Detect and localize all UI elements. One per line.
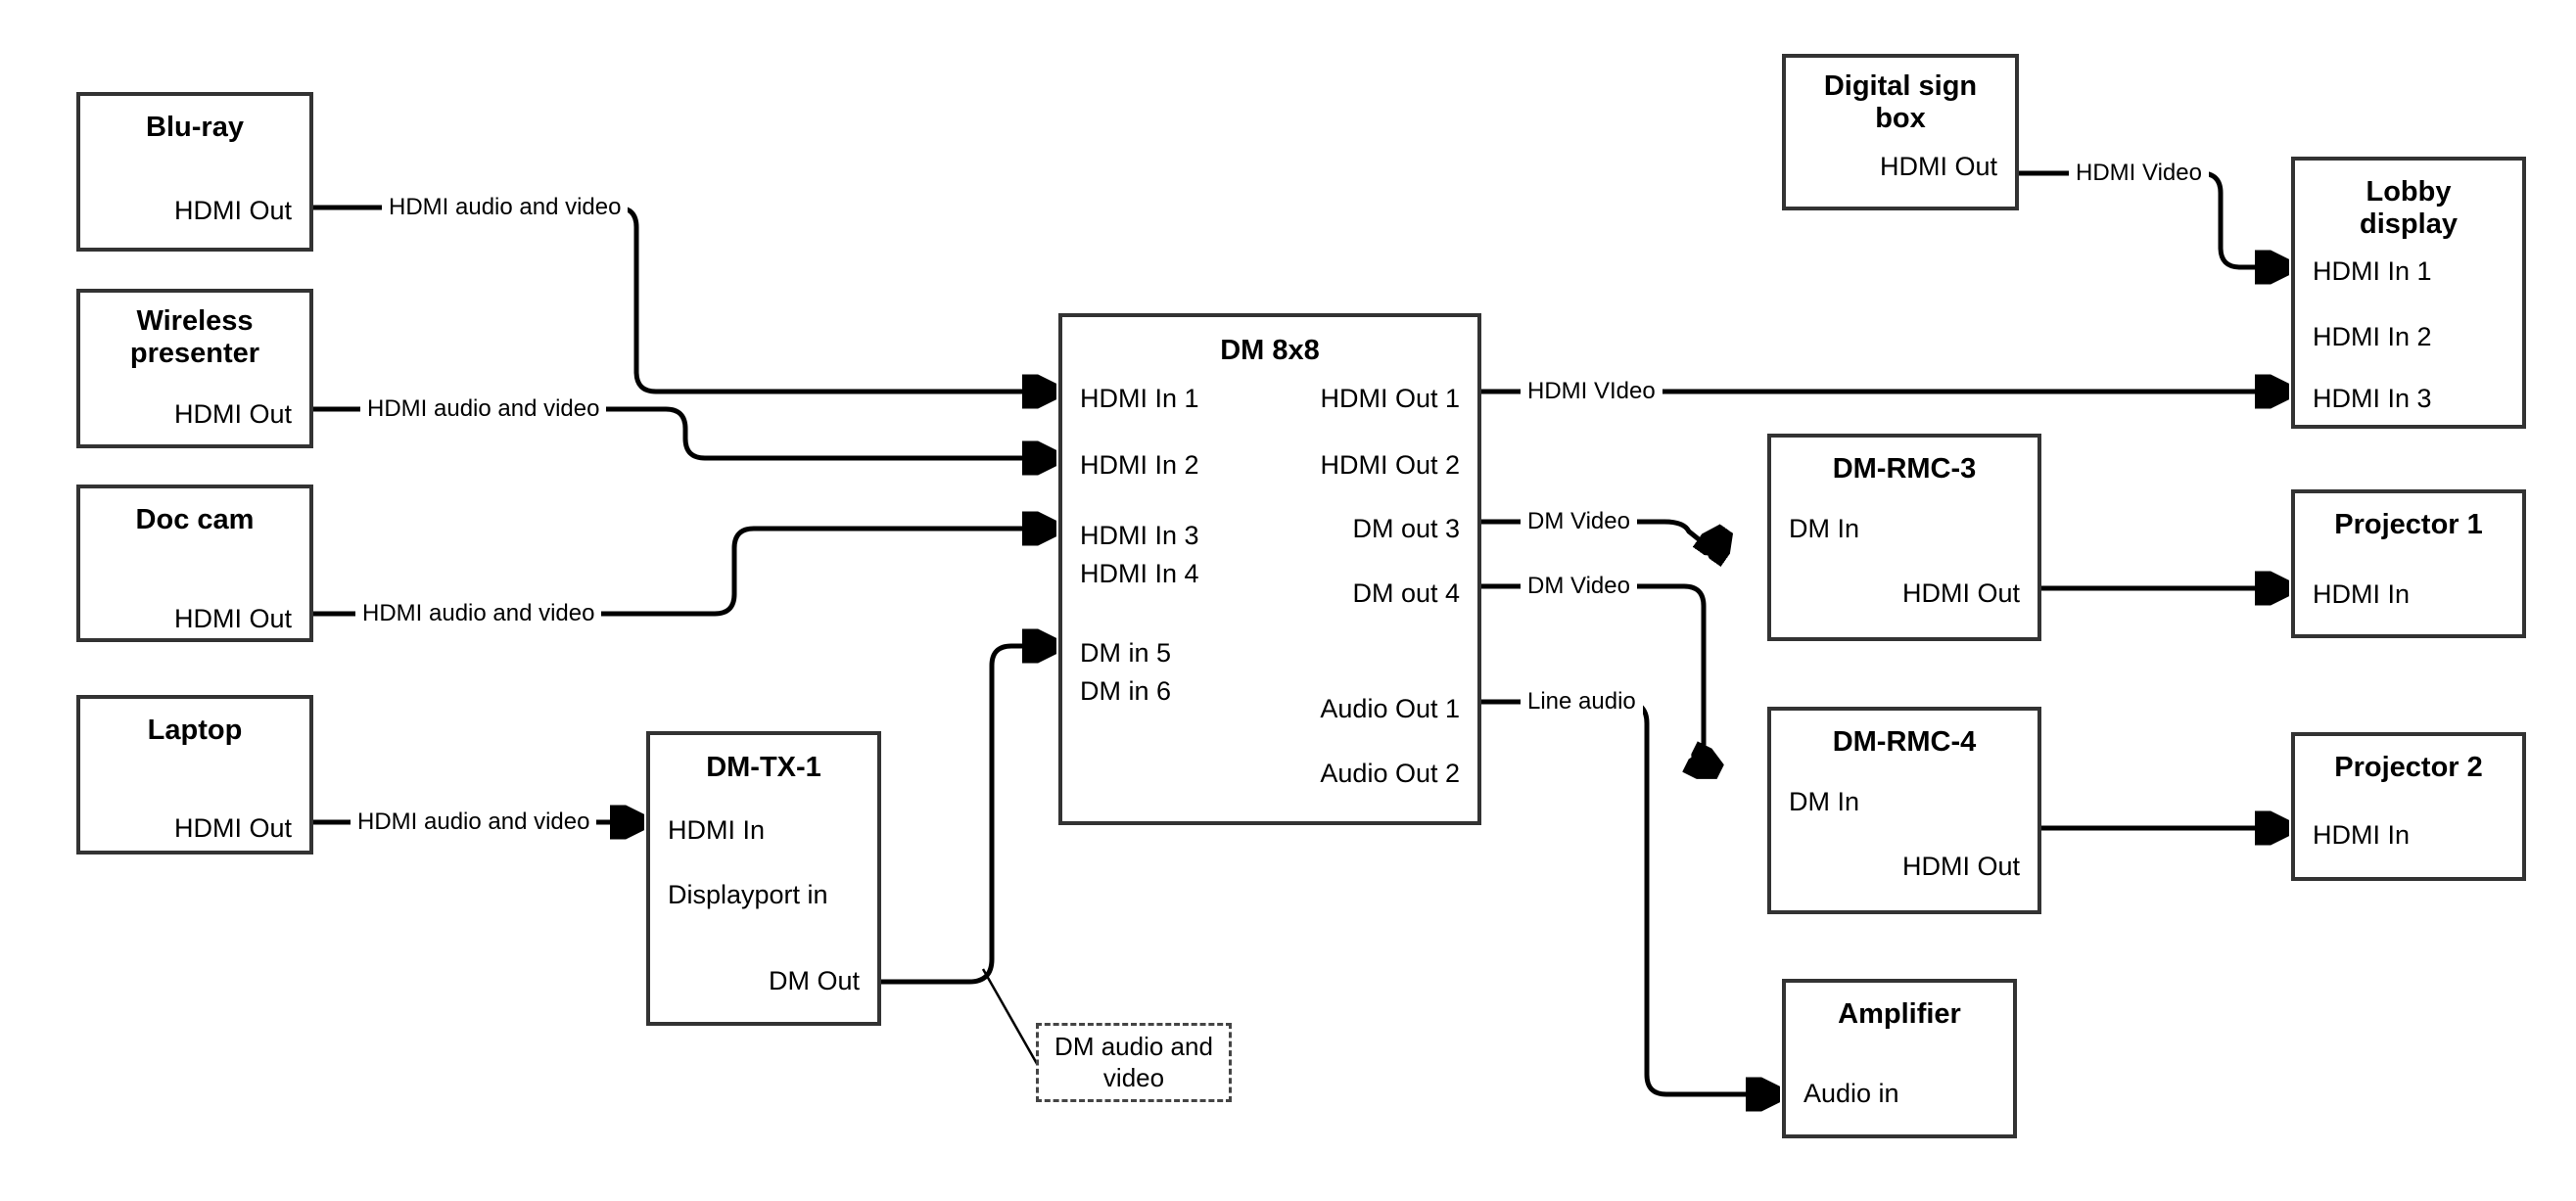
device-title: Lobby display [2360,176,2458,241]
port-audio-out-2[interactable]: Audio Out 2 [1320,759,1460,788]
device-amplifier[interactable]: Amplifier Audio in [1782,979,2017,1138]
port-hdmi-in-2[interactable]: HDMI In 2 [1080,450,1199,480]
device-dm-rmc-3[interactable]: DM-RMC-3 DM In HDMI Out [1767,434,2041,641]
port-hdmi-out[interactable]: HDMI Out [1879,152,1997,181]
device-title: DM-RMC-3 [1832,453,1977,485]
port-hdmi-in-3[interactable]: HDMI In 3 [2313,384,2432,413]
wire-bluray-to-hdmi-in-1 [313,205,1051,392]
device-title: DM-RMC-4 [1832,726,1977,758]
device-title: Laptop [147,715,243,746]
wire-audio-out-1-to-amplifier [1481,699,1774,1094]
device-wireless-presenter[interactable]: Wireless presenter HDMI Out [76,289,313,448]
port-hdmi-in-3[interactable]: HDMI In 3 [1080,521,1199,550]
device-title: Projector 1 [2334,509,2483,540]
device-dm-rmc-4[interactable]: DM-RMC-4 DM In HDMI Out [1767,707,2041,914]
port-hdmi-out-2[interactable]: HDMI Out 2 [1320,450,1460,480]
wire-label-dm-out-4: DM Video [1521,573,1637,600]
port-dm-in-5[interactable]: DM in 5 [1080,638,1172,668]
device-title: Amplifier [1838,998,1961,1030]
device-title: Doc cam [135,504,255,535]
port-hdmi-in-1[interactable]: HDMI In 1 [2313,256,2432,286]
wire-label-doccam: HDMI audio and video [355,600,602,627]
port-hdmi-out[interactable]: HDMI Out [173,399,292,429]
port-dm-out-3[interactable]: DM out 3 [1352,514,1460,543]
port-hdmi-in[interactable]: HDMI In [668,815,766,845]
port-hdmi-out-1[interactable]: HDMI Out 1 [1320,384,1460,413]
device-title: Wireless presenter [129,305,260,370]
wire-digitalsign-to-lobby-in-1 [2019,170,2283,267]
device-dm-8x8[interactable]: DM 8x8 HDMI In 1 HDMI In 2 HDMI In 3 HDM… [1058,313,1481,825]
port-hdmi-in[interactable]: HDMI In [2313,820,2411,850]
callout-leader-line [981,968,1042,1070]
port-dm-out[interactable]: DM Out [768,966,860,995]
port-hdmi-in[interactable]: HDMI In [2313,579,2411,609]
port-hdmi-out[interactable]: HDMI Out [173,813,292,843]
device-projector-1[interactable]: Projector 1 HDMI In [2291,489,2526,638]
port-hdmi-out[interactable]: HDMI Out [1901,852,2020,881]
device-title: Digital sign box [1823,70,1978,135]
device-projector-2[interactable]: Projector 2 HDMI In [2291,732,2526,881]
device-digital-sign-box[interactable]: Digital sign box HDMI Out [1782,54,2019,210]
port-displayport-in[interactable]: Displayport in [668,880,828,909]
device-lobby-display[interactable]: Lobby display HDMI In 1 HDMI In 2 HDMI I… [2291,157,2526,429]
port-hdmi-in-4[interactable]: HDMI In 4 [1080,559,1199,588]
port-audio-out-1[interactable]: Audio Out 1 [1320,694,1460,723]
port-audio-in[interactable]: Audio in [1803,1079,1899,1108]
device-laptop[interactable]: Laptop HDMI Out [76,695,313,855]
port-dm-in[interactable]: DM In [1789,787,1860,816]
port-dm-in-6[interactable]: DM in 6 [1080,676,1172,706]
port-hdmi-in-2[interactable]: HDMI In 2 [2313,322,2432,351]
wire-label-bluray: HDMI audio and video [382,194,629,221]
wire-label-audio-out-1: Line audio [1521,688,1643,716]
port-dm-in[interactable]: DM In [1789,514,1860,543]
device-doc-cam[interactable]: Doc cam HDMI Out [76,485,313,642]
device-dm-tx-1[interactable]: DM-TX-1 HDMI In Displayport in DM Out [646,731,881,1026]
port-hdmi-out[interactable]: HDMI Out [173,196,292,225]
port-hdmi-out[interactable]: HDMI Out [173,604,292,633]
wire-label-hdmi-out-1: HDMI VIdeo [1521,378,1663,405]
annotation-dm-audio-and-video: DM audio and video [1036,1023,1232,1102]
device-title: Projector 2 [2334,752,2483,783]
wire-dmtx1-to-dm-in-5 [881,646,1051,985]
port-hdmi-out[interactable]: HDMI Out [1901,578,2020,608]
device-title: DM 8x8 [1220,335,1320,366]
wire-label-dm-out-3: DM Video [1521,508,1637,535]
device-title: Blu-ray [146,112,244,143]
wire-label-digital-sign: HDMI Video [2069,160,2209,187]
wire-label-wireless: HDMI audio and video [360,395,607,423]
port-dm-out-4[interactable]: DM out 4 [1352,578,1460,608]
device-title: DM-TX-1 [706,752,821,783]
port-hdmi-in-1[interactable]: HDMI In 1 [1080,384,1199,413]
device-bluray[interactable]: Blu-ray HDMI Out [76,92,313,252]
wire-dm-out-4-to-rmc4 [1481,583,1715,769]
wire-label-laptop: HDMI audio and video [351,808,597,836]
